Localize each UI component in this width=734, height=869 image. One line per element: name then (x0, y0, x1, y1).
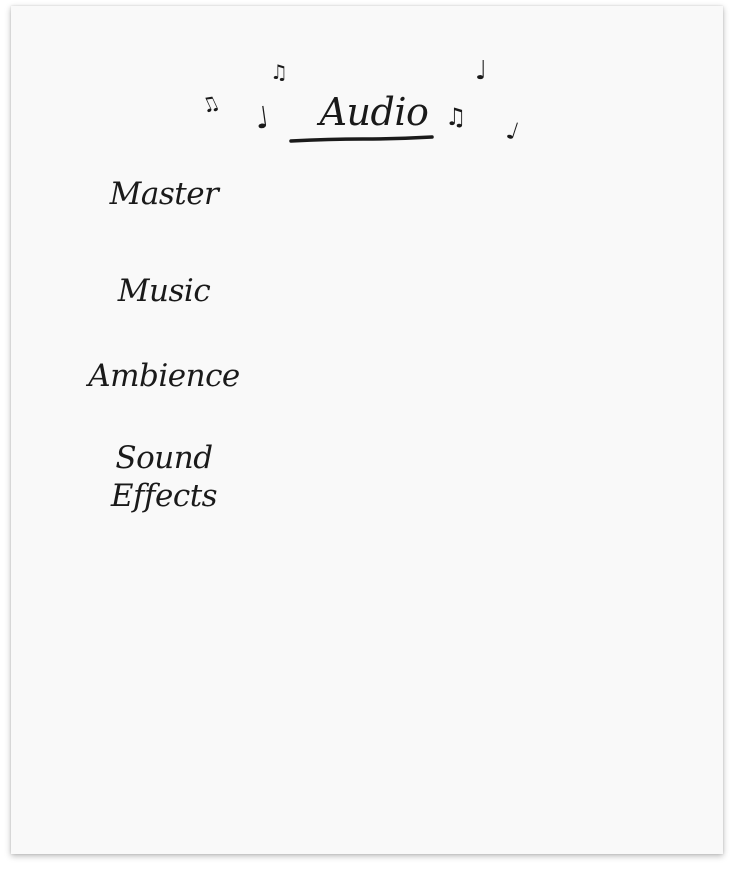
quarter-note-icon: ♩ (502, 115, 523, 147)
beamed-notes-icon: ♫ (445, 103, 467, 131)
title-underline (289, 135, 434, 143)
beamed-notes-icon: ♫ (196, 89, 224, 119)
beamed-notes-icon: ♫ (270, 60, 288, 84)
menu-title: Audio (319, 90, 429, 134)
quarter-note-icon: ♩ (475, 56, 488, 86)
music-volume-label: Music (117, 273, 211, 309)
ambience-volume-label: Ambience (88, 358, 240, 394)
audio-settings-panel: ♫ ♫ ♩ ♩ ♫ ♩ Audio Master Music Ambience … (11, 6, 723, 854)
sound-effects-volume-label: Sound Effects (110, 440, 218, 514)
master-volume-label: Master (109, 176, 219, 212)
quarter-note-icon: ♩ (252, 100, 272, 137)
